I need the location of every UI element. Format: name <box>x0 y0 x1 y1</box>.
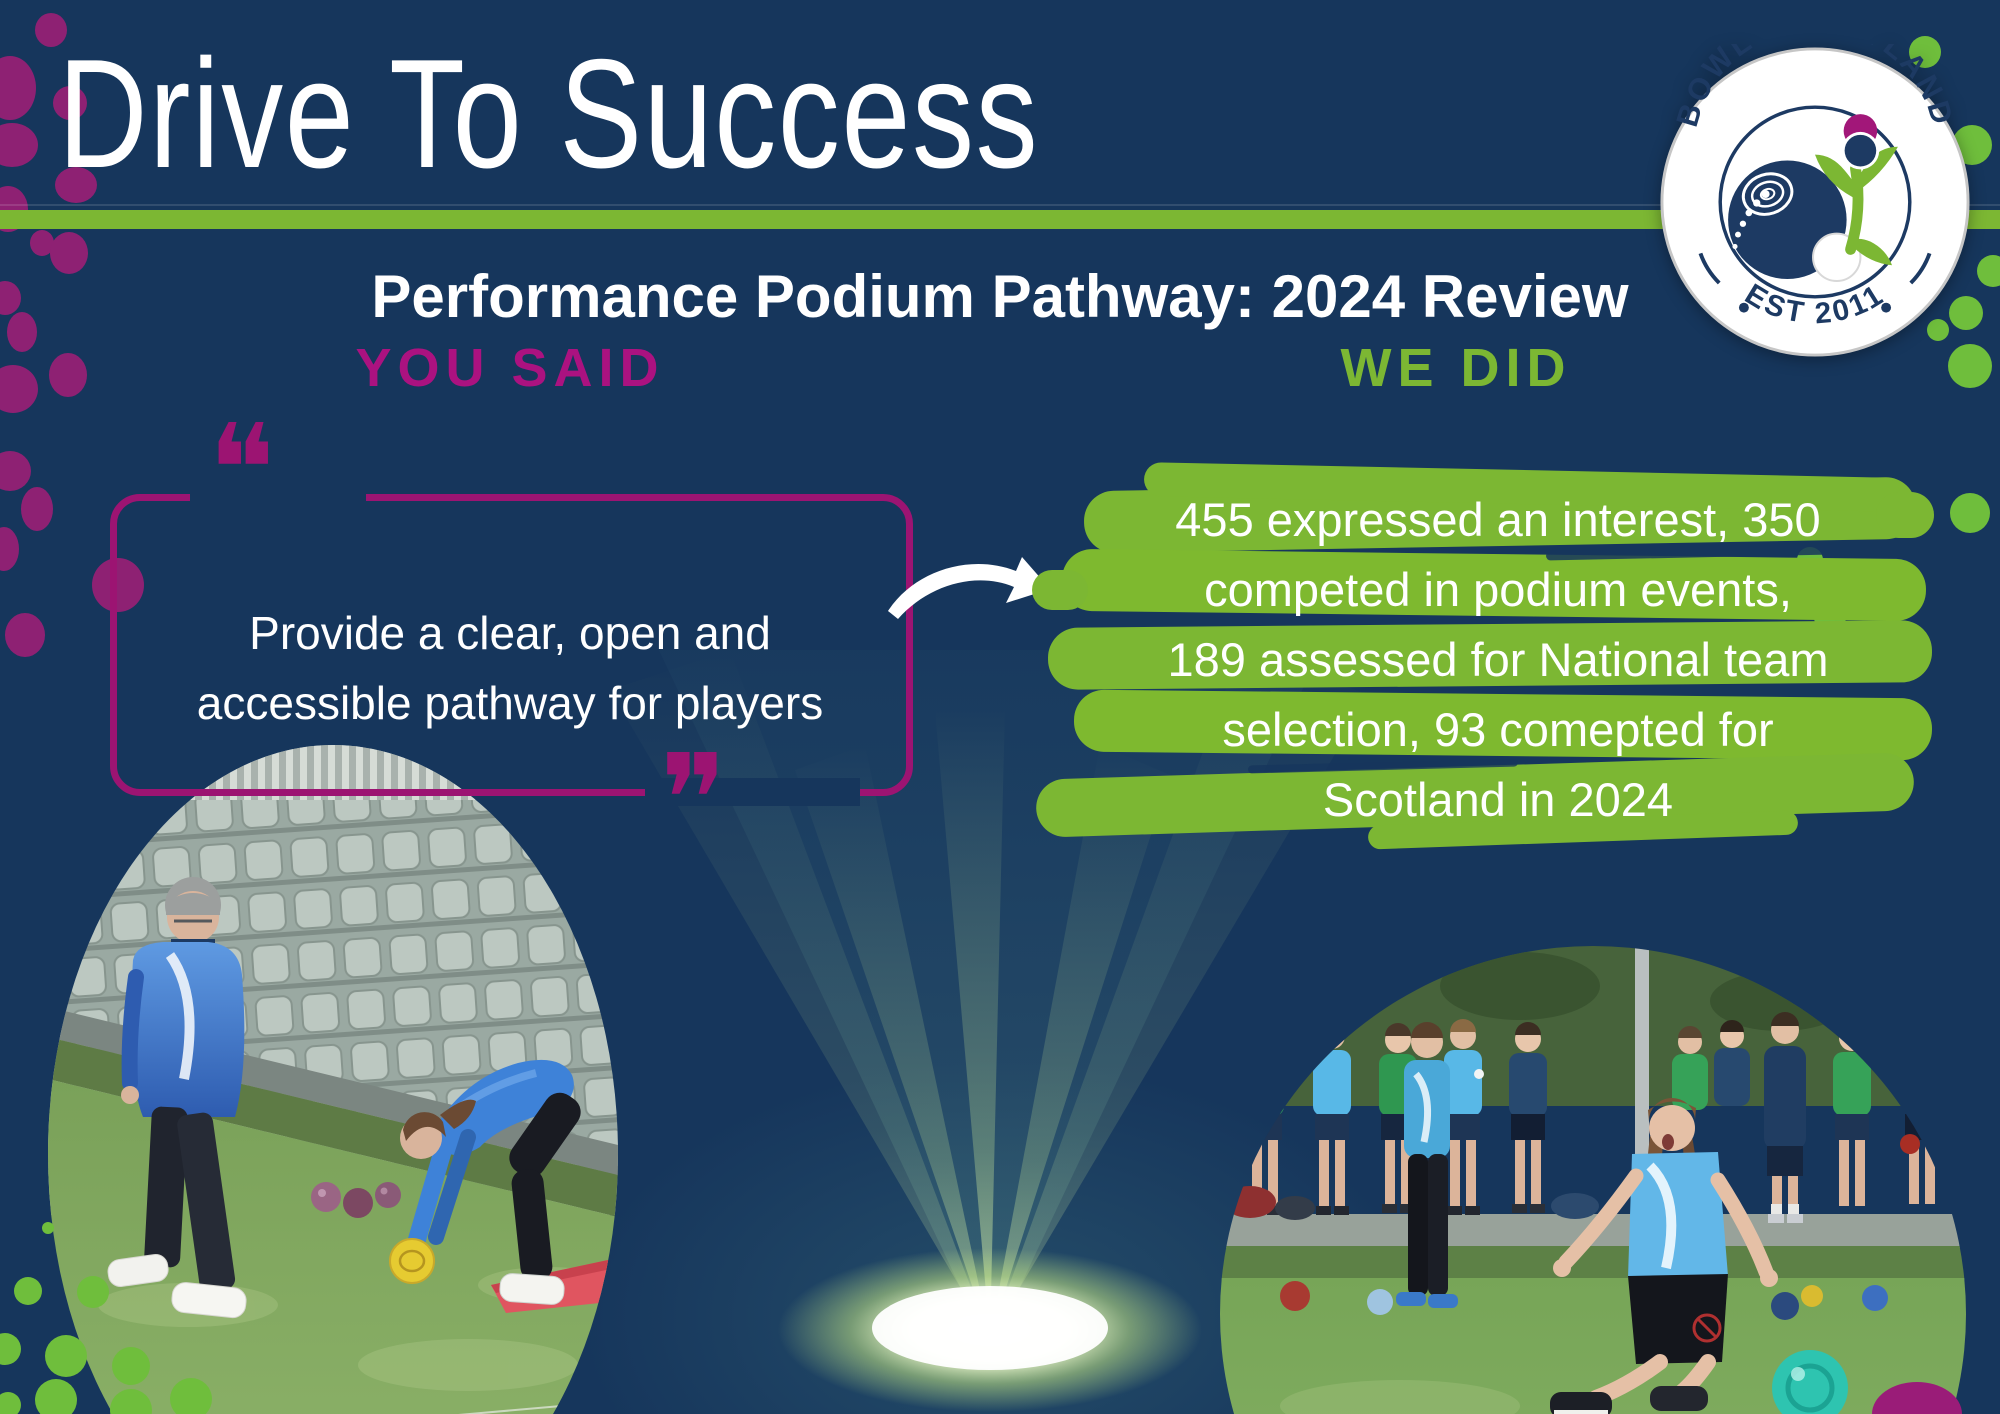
quote-text-line-1: Provide a clear, open and <box>249 607 771 659</box>
close-quote-icon: ❞ <box>660 728 728 873</box>
decor-dot <box>49 353 87 397</box>
decor-dot <box>5 613 45 657</box>
highlight-stroke <box>1876 492 1934 538</box>
bowls-on-green <box>1280 1281 1888 1320</box>
marker-figure <box>1396 1022 1458 1308</box>
decor-dot <box>0 56 36 120</box>
results-highlight-block: 455 expressed an interest, 350 competed … <box>1032 462 1948 864</box>
decor-dot <box>1949 296 1983 330</box>
quote-box <box>110 494 913 796</box>
decor-dot <box>1909 36 1941 68</box>
decor-dot <box>42 1222 54 1234</box>
logo-ring-ornaments <box>1698 252 1932 313</box>
decor-dot <box>14 1277 42 1305</box>
decor-dot <box>35 13 67 47</box>
logo-inner-ring <box>1718 105 1912 299</box>
logo-graphic: BOWLS SCOTLAND EST 2011 <box>1660 3 1970 357</box>
title-hairline <box>0 204 2000 206</box>
decor-dot <box>55 167 97 203</box>
decor-dot <box>45 1335 87 1377</box>
logo-emblem <box>1728 114 1898 282</box>
bowler-figure <box>389 1059 581 1305</box>
open-quote-icon: ❝ <box>208 398 276 543</box>
coach-figure <box>107 877 247 1319</box>
we-did-label: WE DID <box>1340 338 1572 398</box>
page-title: Drive To Success <box>58 27 1040 200</box>
decor-dot <box>21 487 53 531</box>
decor-dot <box>7 312 37 352</box>
decor-dot <box>1950 493 1990 533</box>
bowl-dotted-arc <box>1732 190 1770 250</box>
highlight-stroke <box>1032 570 1088 610</box>
decor-dot <box>77 1276 109 1308</box>
decor-dot <box>1948 344 1992 388</box>
decor-dot <box>35 1379 77 1414</box>
results-line-2: competed in podium events, <box>1204 563 1792 616</box>
quote-border-gap-top <box>190 486 366 510</box>
decor-dot <box>0 1392 21 1414</box>
decor-dot <box>0 123 38 167</box>
decor-dot <box>1927 319 1949 341</box>
bowls-scotland-logo: BOWLS SCOTLAND EST 2011 <box>1657 3 1973 360</box>
page-subtitle: Performance Podium Pathway: 2024 Review <box>371 263 1629 330</box>
quote-border-gap-bottom <box>645 778 860 806</box>
you-said-label: YOU SAID <box>355 338 665 398</box>
decor-dot <box>112 1347 150 1385</box>
spotlight-core <box>872 1286 1108 1370</box>
decor-dot <box>1977 255 2000 287</box>
grass-mottle <box>1280 1380 1520 1414</box>
decor-dot <box>0 281 21 315</box>
results-line-1: 455 expressed an interest, 350 <box>1175 493 1821 546</box>
decor-dot <box>0 1333 21 1365</box>
celebrating-girl <box>1550 1097 1778 1414</box>
curved-arrow-icon <box>888 557 1050 619</box>
decor-dot <box>50 232 88 274</box>
teal-bowl <box>1772 1350 1848 1414</box>
decor-dot <box>170 1378 212 1414</box>
accent-stripe <box>0 210 2000 229</box>
results-line-5: Scotland in 2024 <box>1322 773 1674 826</box>
bowls-cluster <box>311 1182 401 1218</box>
decor-dot <box>92 558 144 612</box>
quote-text-line-2: accessible pathway for players <box>196 677 824 729</box>
decor-dot <box>0 527 19 571</box>
results-line-4: selection, 93 comepted for <box>1222 703 1774 756</box>
decor-dot <box>53 86 87 120</box>
decor-dot <box>0 365 38 413</box>
thistle-figure-icon <box>1815 114 1898 266</box>
green-bank <box>1220 1246 1966 1280</box>
decor-dot <box>0 451 31 491</box>
rink-string-line <box>458 1400 618 1414</box>
results-line-3: 189 assessed for National team <box>1167 633 1829 686</box>
crowd <box>1246 1012 1941 1223</box>
